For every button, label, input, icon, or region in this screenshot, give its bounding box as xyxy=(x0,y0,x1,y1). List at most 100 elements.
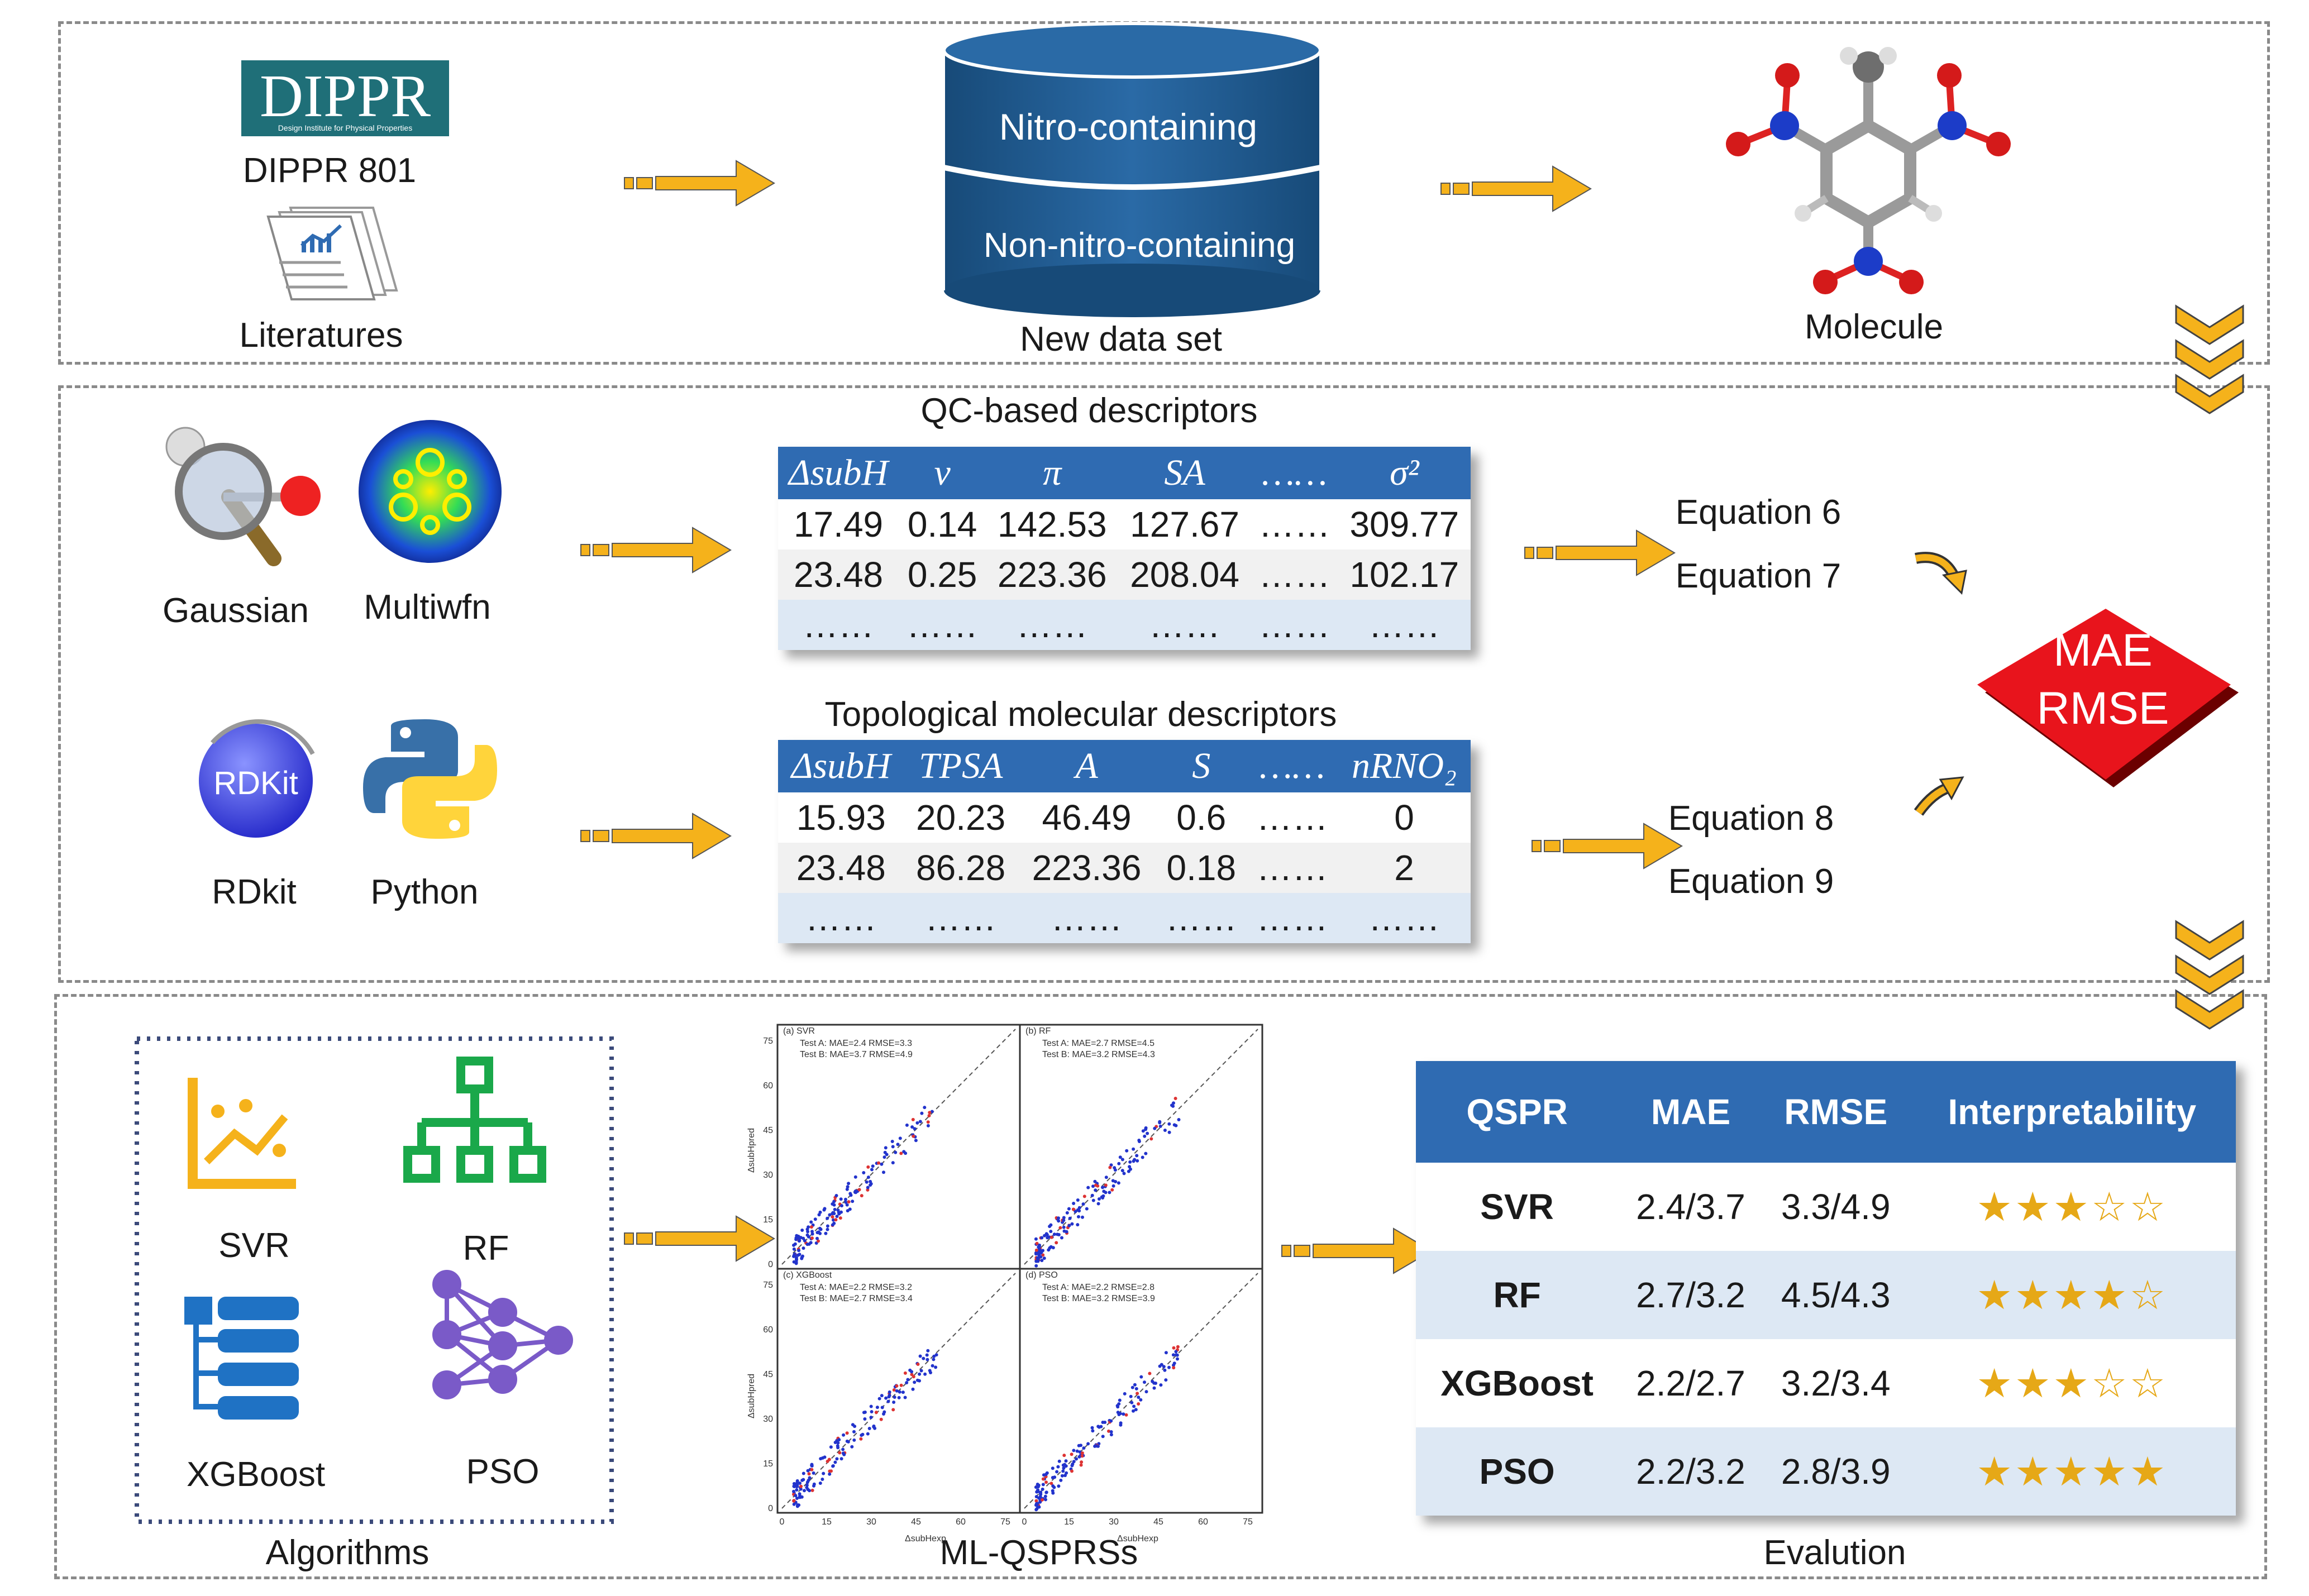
scatter-point xyxy=(833,1207,837,1211)
x-axis-label: ΔsubHexp xyxy=(905,1534,946,1544)
scatter-point xyxy=(800,1256,804,1260)
scatter-point xyxy=(1042,1473,1046,1477)
scatter-point xyxy=(1051,1466,1055,1470)
scatter-point xyxy=(928,1369,932,1373)
scatter-point xyxy=(828,1213,832,1217)
scatter-point xyxy=(920,1111,924,1115)
topo-cell: 0 xyxy=(1338,792,1471,843)
scatter-point xyxy=(1136,1392,1139,1396)
algorithms-caption: Algorithms xyxy=(265,1533,430,1572)
qc-cell: 142.53 xyxy=(986,499,1119,549)
plot-title: (b) RF xyxy=(1025,1026,1051,1036)
scatter-point xyxy=(1086,1186,1090,1189)
scatter-point xyxy=(928,1111,932,1115)
scatter-point xyxy=(836,1441,840,1445)
tick-label: 0 xyxy=(768,1504,773,1513)
scatter-point xyxy=(1118,1412,1122,1416)
qc-header: π xyxy=(986,447,1119,499)
scatter-point xyxy=(832,1200,836,1203)
scatter-point xyxy=(798,1253,802,1256)
plot-legend: Test A: MAE=2.2 RMSE=2.8 xyxy=(1042,1283,1154,1292)
molecule-caption: Molecule xyxy=(1804,308,1944,346)
scatter-point xyxy=(844,1200,848,1204)
scatter-point xyxy=(875,1406,879,1409)
badge-line2: RMSE xyxy=(2037,683,2169,734)
scatter-point xyxy=(918,1120,922,1124)
topo-cell: 20.23 xyxy=(904,792,1018,843)
scatter-point xyxy=(1136,1159,1139,1163)
eval-stars: ★★★☆☆ xyxy=(1908,1339,2236,1427)
scatter-point xyxy=(1057,1233,1061,1236)
scatter-point xyxy=(1062,1229,1066,1233)
scatter-point xyxy=(1095,1444,1099,1448)
scatter-point xyxy=(884,1146,888,1150)
scatter-point xyxy=(1130,1385,1134,1389)
scatter-point xyxy=(818,1482,822,1485)
scatter-point xyxy=(873,1426,877,1430)
scatter-point xyxy=(837,1438,841,1442)
eval-header-mae: MAE xyxy=(1618,1061,1763,1163)
pso-icon xyxy=(432,1270,573,1399)
scatter-point xyxy=(1108,1165,1112,1169)
scatter-point xyxy=(1071,1207,1075,1211)
dippr-logo-subtitle: Design Institute for Physical Properties xyxy=(278,123,412,132)
scatter-point xyxy=(1055,1470,1059,1474)
algorithms-box xyxy=(135,1036,614,1524)
qc-cell: 17.49 xyxy=(778,499,899,549)
scatter-point xyxy=(866,1176,870,1179)
eval-row: XGBoost 2.2/2.7 3.2/3.4 ★★★☆☆ xyxy=(1416,1339,2236,1427)
scatter-point xyxy=(805,1483,809,1487)
scatter-point xyxy=(820,1478,824,1481)
scatter-point xyxy=(884,1396,888,1400)
chevron-down-icon xyxy=(2175,920,2244,1030)
flow-arrow xyxy=(580,813,731,859)
scatter-point xyxy=(1100,1195,1104,1199)
scatter-point xyxy=(802,1246,805,1250)
scatter-point xyxy=(915,1378,919,1382)
scatter-point xyxy=(869,1404,873,1408)
scatter-point xyxy=(1163,1368,1167,1372)
topo-cell: 15.93 xyxy=(778,792,904,843)
flow-arrow xyxy=(624,160,775,206)
scatter-point xyxy=(1123,1392,1127,1396)
scatter-point xyxy=(1119,1421,1123,1425)
scatter-point xyxy=(883,1150,887,1154)
scatter-point xyxy=(911,1117,915,1121)
scatter-point xyxy=(1122,1172,1126,1176)
scatter-point xyxy=(810,1463,814,1466)
scatter-point xyxy=(1070,1469,1074,1473)
scatter-point xyxy=(852,1430,856,1433)
scatter-point xyxy=(1070,1222,1074,1226)
qc-cell: 0.25 xyxy=(899,549,986,600)
scatter-point xyxy=(797,1249,801,1253)
scatter-point xyxy=(897,1396,901,1399)
scatter-point xyxy=(1062,1225,1066,1229)
scatter-point xyxy=(914,1139,918,1143)
scatter-point xyxy=(1091,1184,1095,1188)
scatter-point xyxy=(912,1375,915,1379)
scatter-point xyxy=(796,1235,800,1238)
scatter-point xyxy=(1158,1124,1162,1128)
scatter-point xyxy=(1171,1104,1175,1108)
scatter-point xyxy=(905,1123,909,1127)
curved-arrow-icon xyxy=(1914,776,1964,816)
algo-svr: SVR xyxy=(218,1226,290,1265)
scatter-point xyxy=(861,1432,865,1436)
scatter-point xyxy=(1082,1194,1086,1198)
scatter-point xyxy=(1043,1494,1047,1498)
scatter-point xyxy=(1076,1223,1080,1227)
scatter-point xyxy=(1109,1419,1113,1423)
scatter-point xyxy=(918,1354,922,1358)
scatter-point xyxy=(1133,1158,1137,1162)
plot-legend: Test B: MAE=3.2 RMSE=3.9 xyxy=(1042,1294,1155,1303)
scatter-point xyxy=(1090,1193,1094,1197)
plot-legend: Test A: MAE=2.7 RMSE=4.5 xyxy=(1042,1039,1154,1048)
scatter-point xyxy=(891,1145,895,1149)
qc-header: σ² xyxy=(1338,447,1471,499)
rdkit-icon: RDKit xyxy=(199,719,315,838)
scatter-point xyxy=(1067,1224,1071,1227)
scatter-point xyxy=(866,1432,870,1436)
qc-cell: …… xyxy=(986,600,1119,650)
scatter-point xyxy=(1034,1502,1038,1506)
